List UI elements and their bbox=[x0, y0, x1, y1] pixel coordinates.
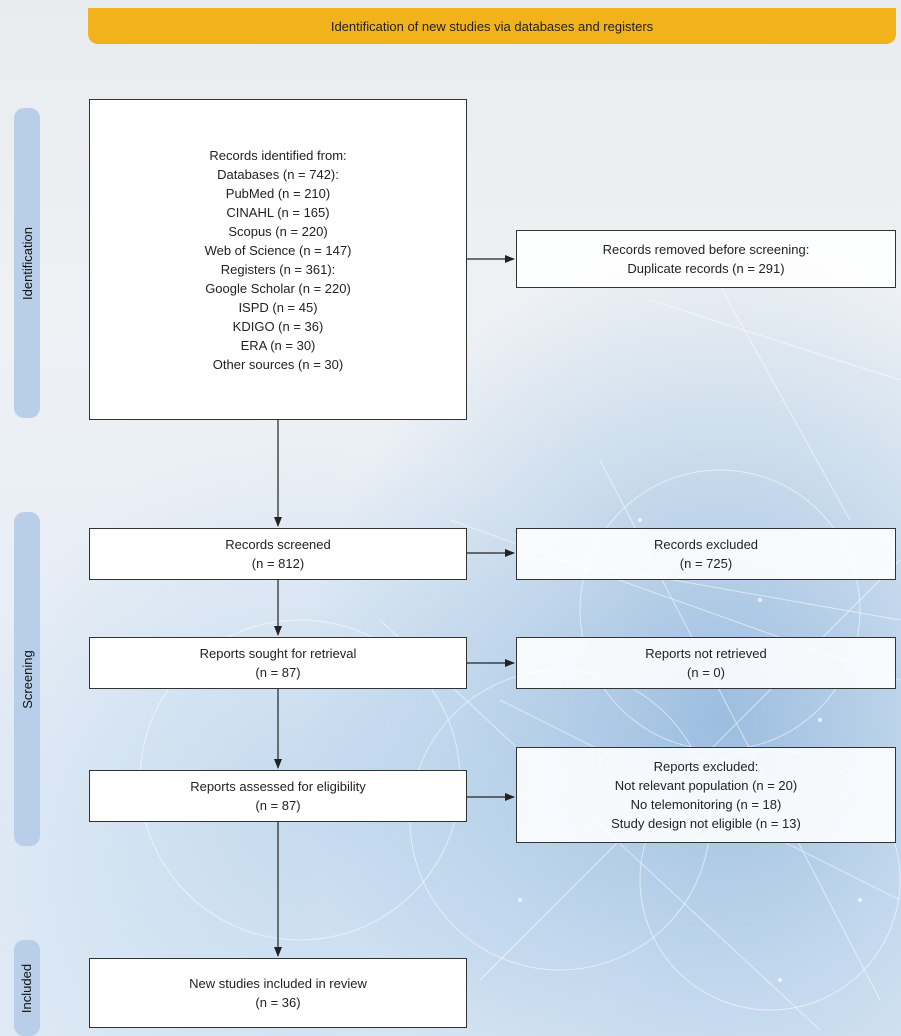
records-excluded-box: Records excluded (n = 725) bbox=[516, 528, 896, 580]
box-text-line: (n = 87) bbox=[255, 798, 301, 813]
box-text-line: KDIGO (n = 36) bbox=[232, 318, 324, 334]
identification-banner: Identification of new studies via databa… bbox=[88, 8, 896, 44]
box-text-line: Registers (n = 361): bbox=[220, 261, 336, 277]
box-text-line: ERA (n = 30) bbox=[240, 337, 316, 353]
box-text-line: (n = 36) bbox=[255, 995, 301, 1010]
box-text-line: (n = 0) bbox=[687, 665, 725, 680]
box-text-line: Other sources (n = 30) bbox=[212, 356, 344, 372]
reports-excluded-box: Reports excluded: Not relevant population… bbox=[516, 747, 896, 843]
box-text-line: No telemonitoring (n = 18) bbox=[630, 797, 782, 812]
box-text-line: Google Scholar (n = 220) bbox=[205, 280, 351, 296]
box-text-line: Duplicate records (n = 291) bbox=[627, 261, 785, 276]
box-text-line: Study design not eligible (n = 13) bbox=[611, 816, 801, 831]
box-text-line: Records excluded bbox=[653, 537, 759, 552]
box-text-line: ISPD (n = 45) bbox=[238, 299, 318, 315]
reports-assessed-box: Reports assessed for eligibility (n = 87) bbox=[89, 770, 467, 822]
records-screened-box: Records screened (n = 812) bbox=[89, 528, 467, 580]
box-text-line: Reports not retrieved bbox=[645, 646, 767, 661]
studies-included-box: New studies included in review (n = 36) bbox=[89, 958, 467, 1028]
records-identified-box: Records identified from: Databases (n = 7… bbox=[89, 99, 467, 420]
box-text-line: Reports sought for retrieval bbox=[199, 646, 357, 661]
box-text-line: Records screened bbox=[225, 537, 331, 552]
box-text-line: Scopus (n = 220) bbox=[228, 223, 328, 239]
box-text-line: Not relevant population (n = 20) bbox=[614, 778, 798, 793]
box-text-line: New studies included in review bbox=[189, 976, 367, 991]
phase-label-screening: Screening bbox=[14, 512, 40, 846]
box-text-line: Web of Science (n = 147) bbox=[204, 242, 352, 258]
banner-title: Identification of new studies via databa… bbox=[330, 18, 654, 34]
box-text-line: Records removed before screening: bbox=[602, 242, 810, 257]
box-text-line: (n = 725) bbox=[679, 556, 733, 571]
records-removed-box: Records removed before screening: Duplica… bbox=[516, 230, 896, 288]
phase-label-identification: Identification bbox=[14, 108, 40, 418]
box-text-line: CINAHL (n = 165) bbox=[226, 204, 330, 220]
box-text-line: (n = 812) bbox=[251, 556, 305, 571]
box-text-line: PubMed (n = 210) bbox=[225, 185, 331, 201]
phase-label-included: Included bbox=[14, 940, 40, 1036]
box-text-line: Databases (n = 742): bbox=[217, 166, 339, 182]
box-text-line: Records identified from: bbox=[209, 147, 347, 163]
box-text-line: Reports excluded: bbox=[653, 759, 759, 774]
reports-sought-box: Reports sought for retrieval (n = 87) bbox=[89, 637, 467, 689]
box-text-line: (n = 87) bbox=[255, 665, 301, 680]
reports-not-retrieved-box: Reports not retrieved (n = 0) bbox=[516, 637, 896, 689]
box-text-line: Reports assessed for eligibility bbox=[190, 779, 366, 794]
